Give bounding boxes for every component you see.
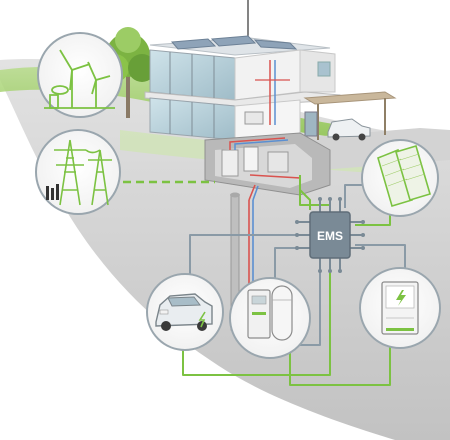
parked-car — [327, 118, 371, 141]
heat-pump-icon — [247, 285, 293, 341]
basement-cutaway — [204, 132, 331, 196]
factory-icon — [46, 184, 59, 200]
battery-node[interactable] — [359, 267, 441, 349]
wind-node[interactable] — [37, 32, 123, 118]
ev-data-link — [189, 234, 305, 285]
heatpump-node[interactable] — [229, 277, 311, 359]
electric-car-icon — [155, 293, 213, 331]
grid-node[interactable] — [35, 129, 121, 215]
ev-node[interactable] — [146, 273, 224, 351]
solar-data-link — [344, 184, 365, 208]
battery-storage-icon — [381, 281, 419, 335]
wind-turbine-icon — [44, 49, 115, 109]
carport — [303, 91, 397, 140]
roof-solar-panels — [170, 35, 298, 50]
ems-label: EMS — [317, 229, 343, 243]
solar-node[interactable] — [361, 139, 439, 217]
ev-link — [182, 265, 331, 376]
house-to-ems-link — [299, 189, 311, 210]
ems-hub[interactable]: EMS — [295, 197, 365, 273]
solar-panel-icon — [377, 145, 431, 207]
battery-link — [289, 345, 391, 386]
power-pylon-icon — [54, 139, 112, 206]
house — [144, 0, 397, 141]
